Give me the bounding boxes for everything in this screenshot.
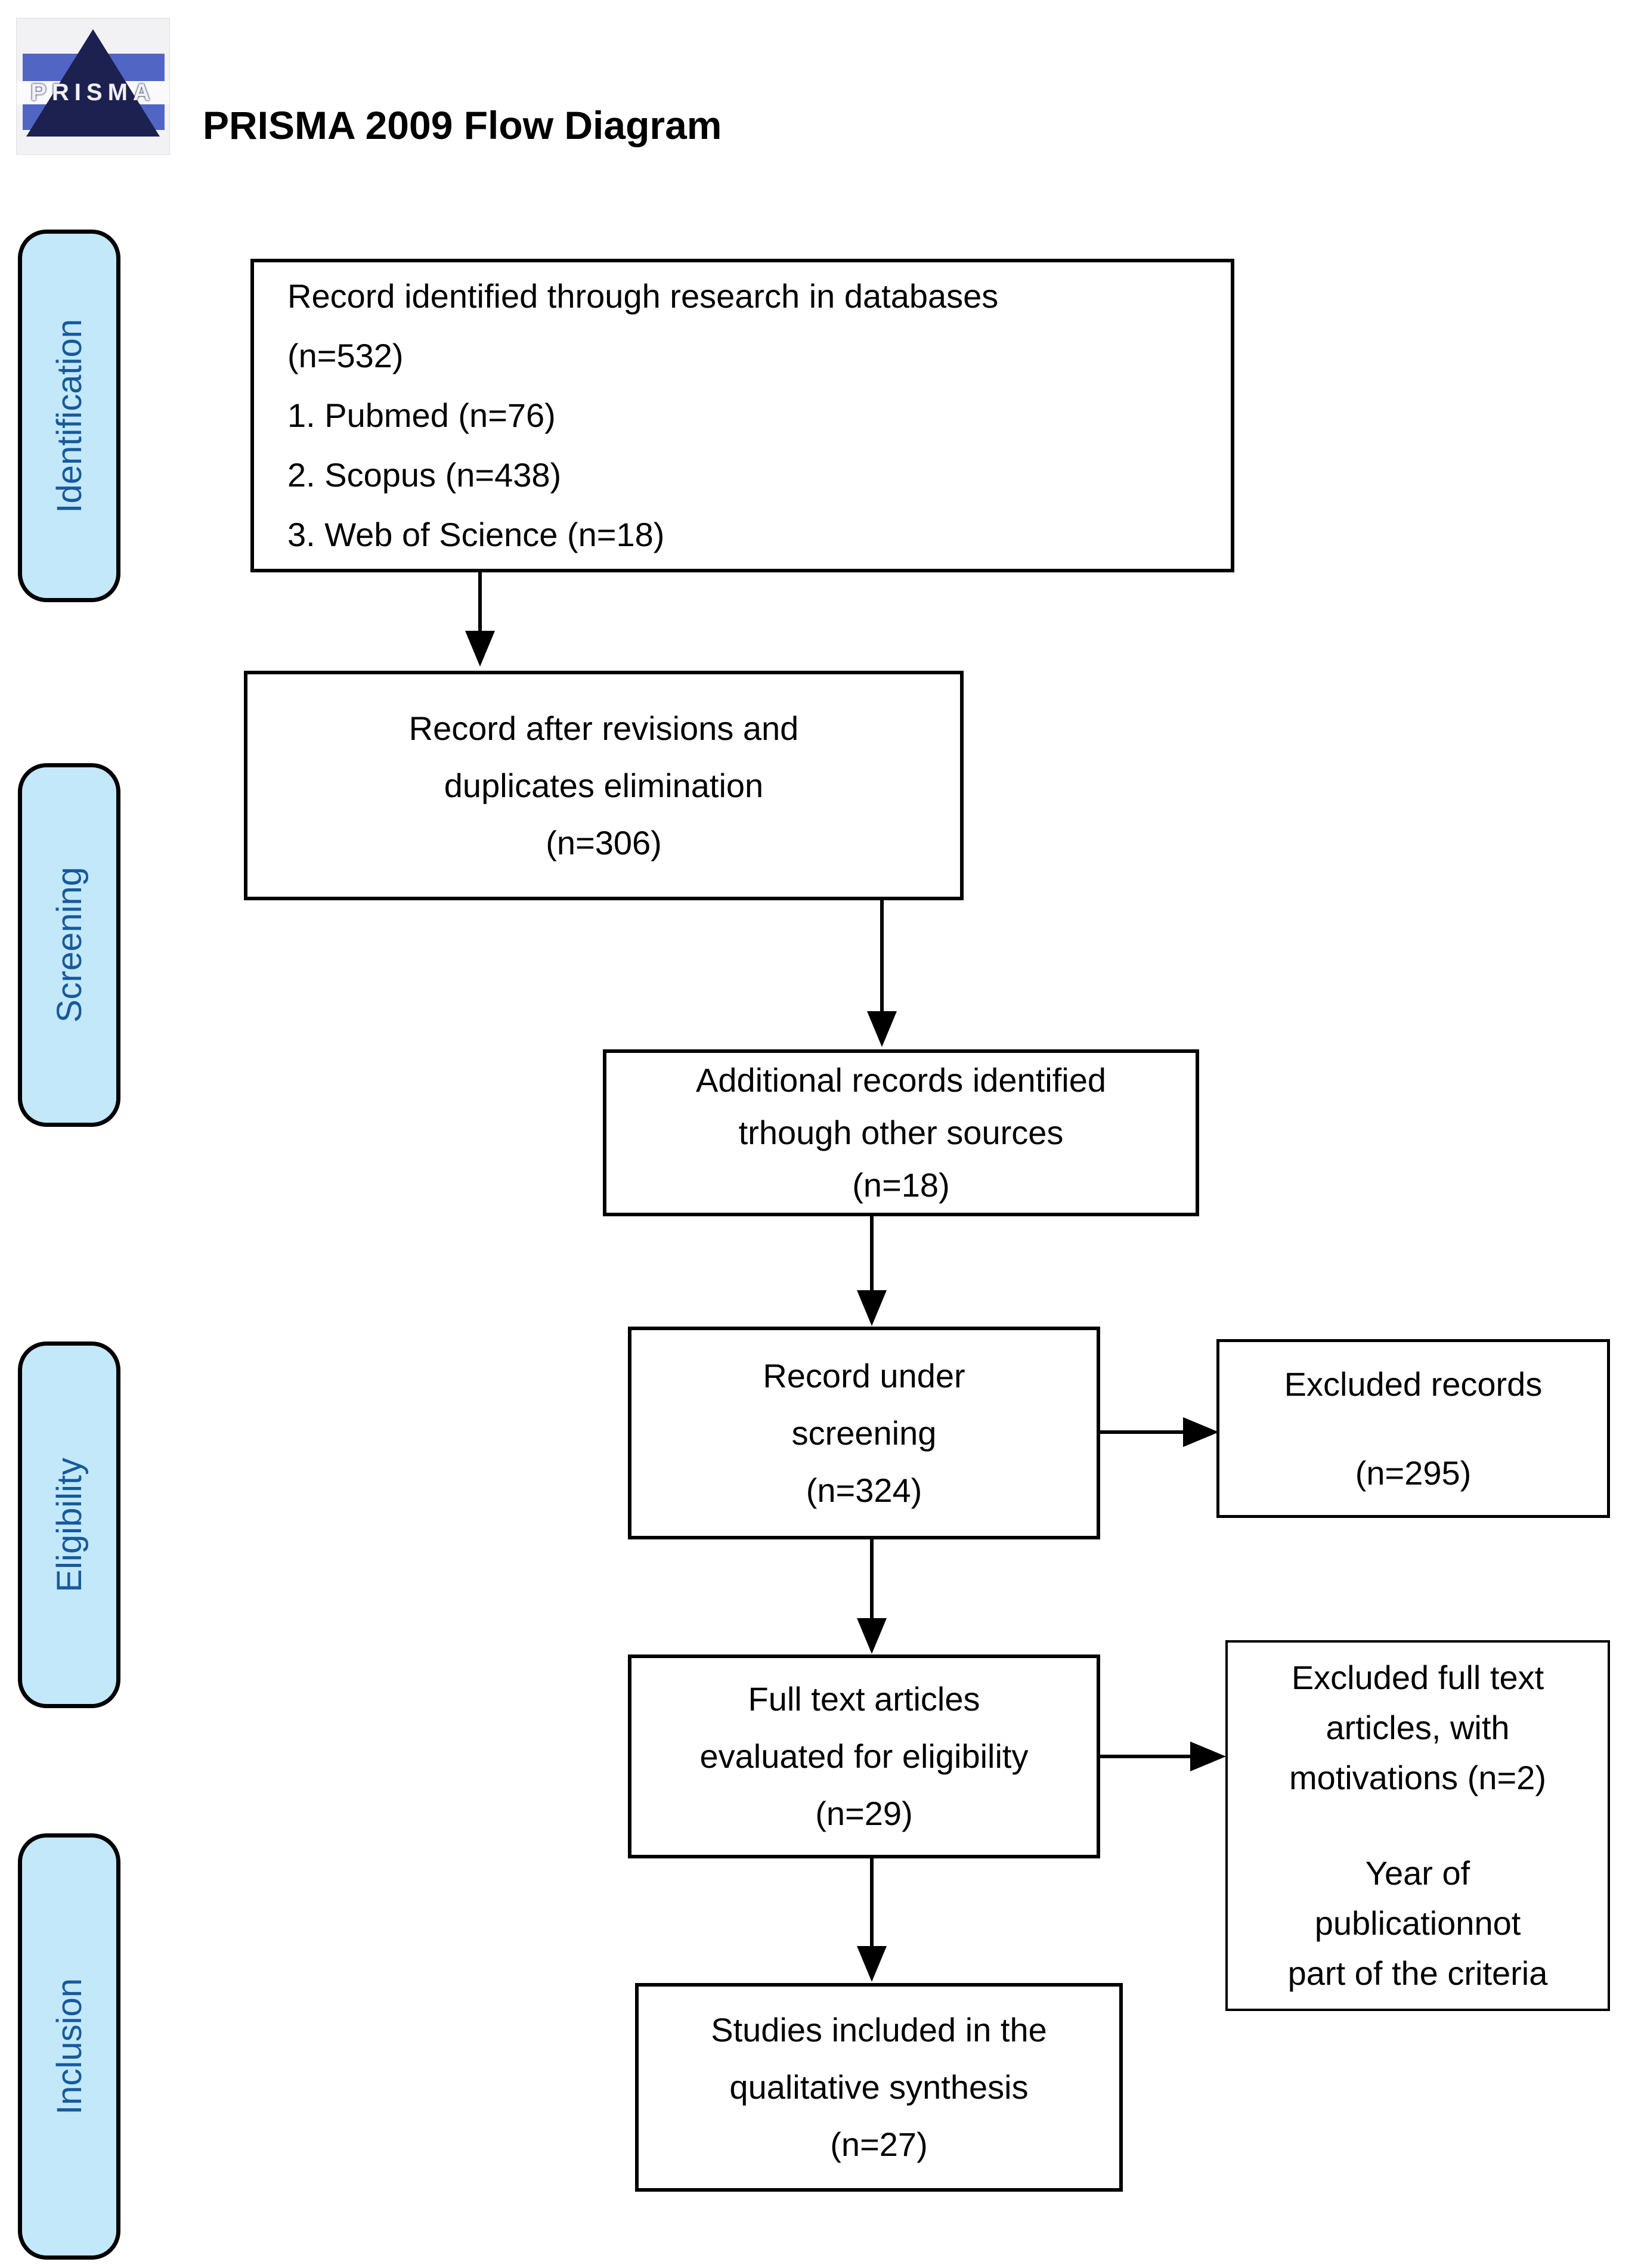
stage-band-screening: Screening xyxy=(18,763,120,1127)
box-additional-records: Additional records identified trhough ot… xyxy=(603,1049,1199,1216)
arrow-additional-to-screening xyxy=(857,1216,887,1326)
box-line: Studies included in the xyxy=(711,2011,1047,2049)
box-full-text-evaluated: Full text articles evaluated for eligibi… xyxy=(628,1654,1100,1858)
box-line: articles, with xyxy=(1326,1709,1510,1746)
stage-band-inclusion: Inclusion xyxy=(18,1833,120,2260)
stage-label: Inclusion xyxy=(49,1978,89,2115)
logo-triangle-icon xyxy=(26,29,160,137)
box-line: motivations (n=2) xyxy=(1289,1759,1547,1796)
box-line: 3. Web of Science (n=18) xyxy=(287,516,665,553)
logo-wordmark: PRISMA xyxy=(30,79,156,106)
box-line: evaluated for eligibility xyxy=(699,1737,1029,1775)
arrow-identified-to-revisions xyxy=(465,572,495,667)
box-after-revisions: Record after revisions and duplicates el… xyxy=(244,671,964,900)
box-line: Record after revisions and xyxy=(408,709,799,747)
stage-label: Identification xyxy=(49,318,89,513)
arrow-revisions-to-additional xyxy=(867,900,897,1047)
box-line: (n=27) xyxy=(830,2126,928,2163)
box-records-identified: Record identified through research in da… xyxy=(250,259,1234,572)
box-line: screening xyxy=(791,1414,937,1452)
box-line: (n=18) xyxy=(852,1166,950,1204)
box-line: (n=29) xyxy=(815,1795,913,1832)
arrow-fulltext-to-included xyxy=(857,1858,887,1982)
box-line: (n=324) xyxy=(806,1471,922,1509)
box-line: Full text articles xyxy=(748,1680,980,1718)
box-line: Record under xyxy=(763,1356,965,1395)
stage-band-eligibility: Eligibility xyxy=(18,1341,120,1708)
box-line: Excluded full text xyxy=(1291,1659,1544,1696)
box-line: (n=295) xyxy=(1355,1454,1472,1492)
box-line: Additional records identified xyxy=(696,1061,1106,1099)
box-line: Excluded records xyxy=(1284,1365,1543,1403)
box-line: (n=532) xyxy=(287,337,404,374)
page-title: PRISMA 2009 Flow Diagram xyxy=(203,103,722,147)
box-line: part of the criteria xyxy=(1287,1954,1548,1992)
box-excluded-records: Excluded records (n=295) xyxy=(1216,1339,1610,1518)
box-records-under-screening: Record under screening (n=324) xyxy=(628,1327,1100,1539)
box-line: Record identified through research in da… xyxy=(287,277,999,315)
arrow-fulltext-to-excluded xyxy=(1100,1742,1226,1771)
box-line: (n=306) xyxy=(546,823,662,862)
box-line: Year of xyxy=(1365,1854,1470,1892)
arrow-screening-to-fulltext xyxy=(857,1539,887,1654)
stage-label: Screening xyxy=(49,867,89,1023)
box-studies-included: Studies included in the qualitative synt… xyxy=(635,1983,1123,2192)
box-line: qualitative synthesis xyxy=(729,2068,1029,2106)
box-line: duplicates elimination xyxy=(444,766,764,804)
box-line: publicationnot xyxy=(1314,1904,1521,1942)
stage-label: Eligibility xyxy=(49,1457,89,1592)
stage-band-identification: Identification xyxy=(18,230,120,602)
prisma-logo: PRISMA xyxy=(16,18,170,155)
box-line: 2. Scopus (n=438) xyxy=(287,456,562,494)
box-line: trhough other sources xyxy=(738,1114,1064,1151)
arrow-screening-to-excluded xyxy=(1100,1417,1219,1447)
box-line: 1. Pubmed (n=76) xyxy=(287,396,556,434)
box-excluded-full-text: Excluded full text articles, with motiva… xyxy=(1225,1640,1610,2011)
